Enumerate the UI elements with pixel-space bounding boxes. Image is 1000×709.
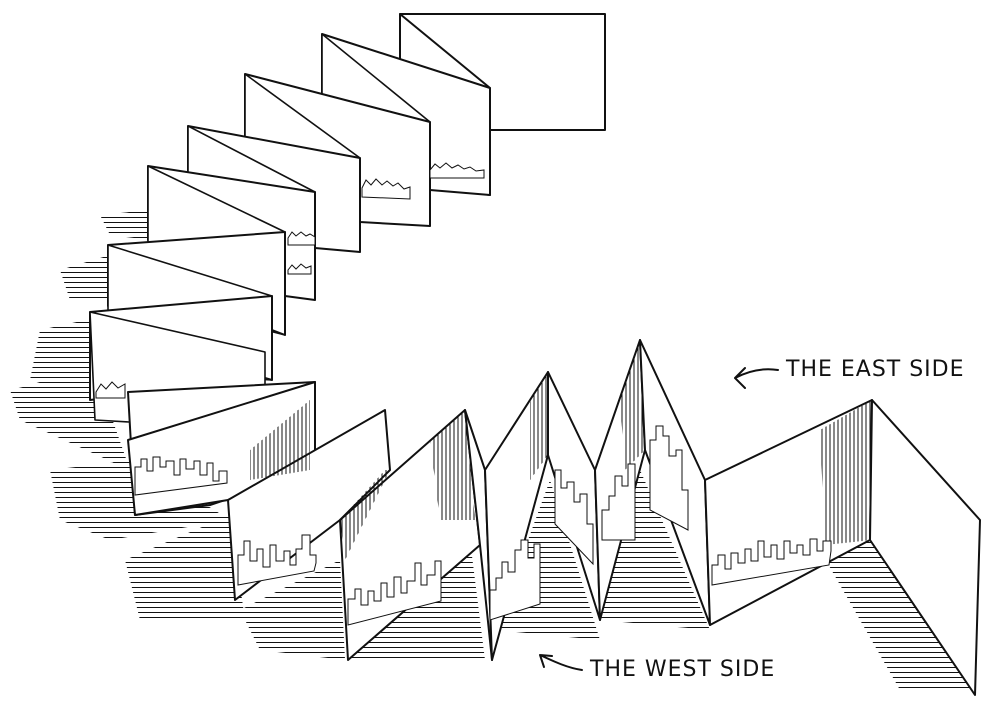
west-side-label: THE WEST SIDE (589, 657, 775, 682)
upper-skylines (95, 162, 485, 399)
upper-accordion-panels (89, 13, 606, 516)
east-side-annotation: THE EAST SIDE (734, 357, 965, 389)
west-side-annotation: THE WEST SIDE (539, 654, 775, 682)
east-arrow-icon (734, 367, 779, 389)
east-side-label: THE EAST SIDE (785, 357, 965, 382)
lower-skylines (134, 425, 832, 626)
cast-shadows (10, 210, 975, 690)
west-arrow-icon (539, 654, 583, 671)
fold-hatching (250, 340, 872, 560)
